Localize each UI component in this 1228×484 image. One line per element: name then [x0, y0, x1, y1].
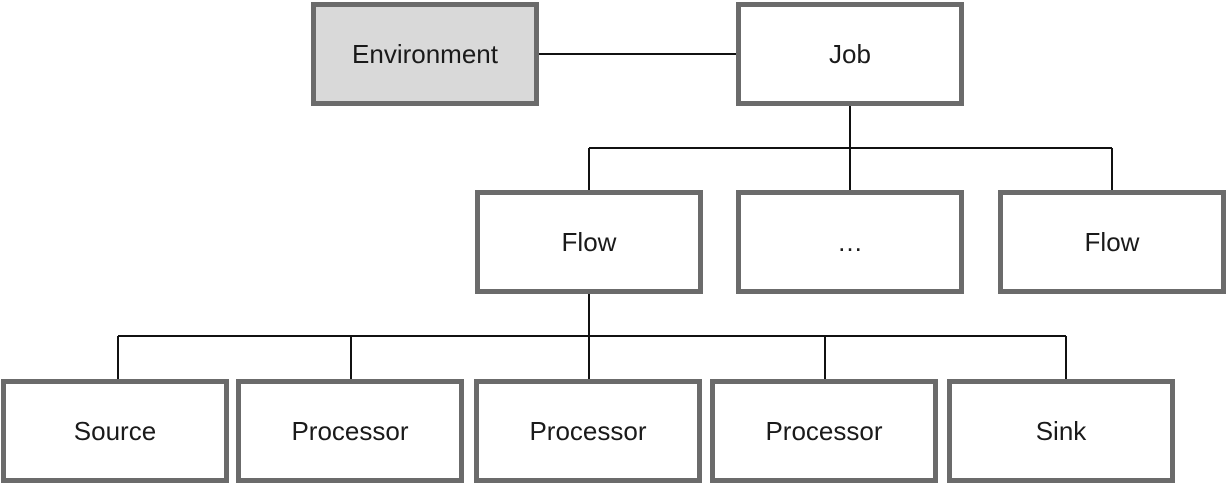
flow-node-left: Flow	[475, 190, 703, 294]
job-node: Job	[736, 2, 964, 106]
processor-node-1: Processor	[236, 379, 464, 483]
processor-node-3: Processor	[710, 379, 938, 483]
flow-node-ellipsis: …	[736, 190, 964, 294]
environment-node: Environment	[311, 2, 539, 106]
flow-node-right: Flow	[998, 190, 1226, 294]
processor-node-2: Processor	[474, 379, 702, 483]
source-node: Source	[1, 379, 229, 483]
sink-node: Sink	[947, 379, 1175, 483]
